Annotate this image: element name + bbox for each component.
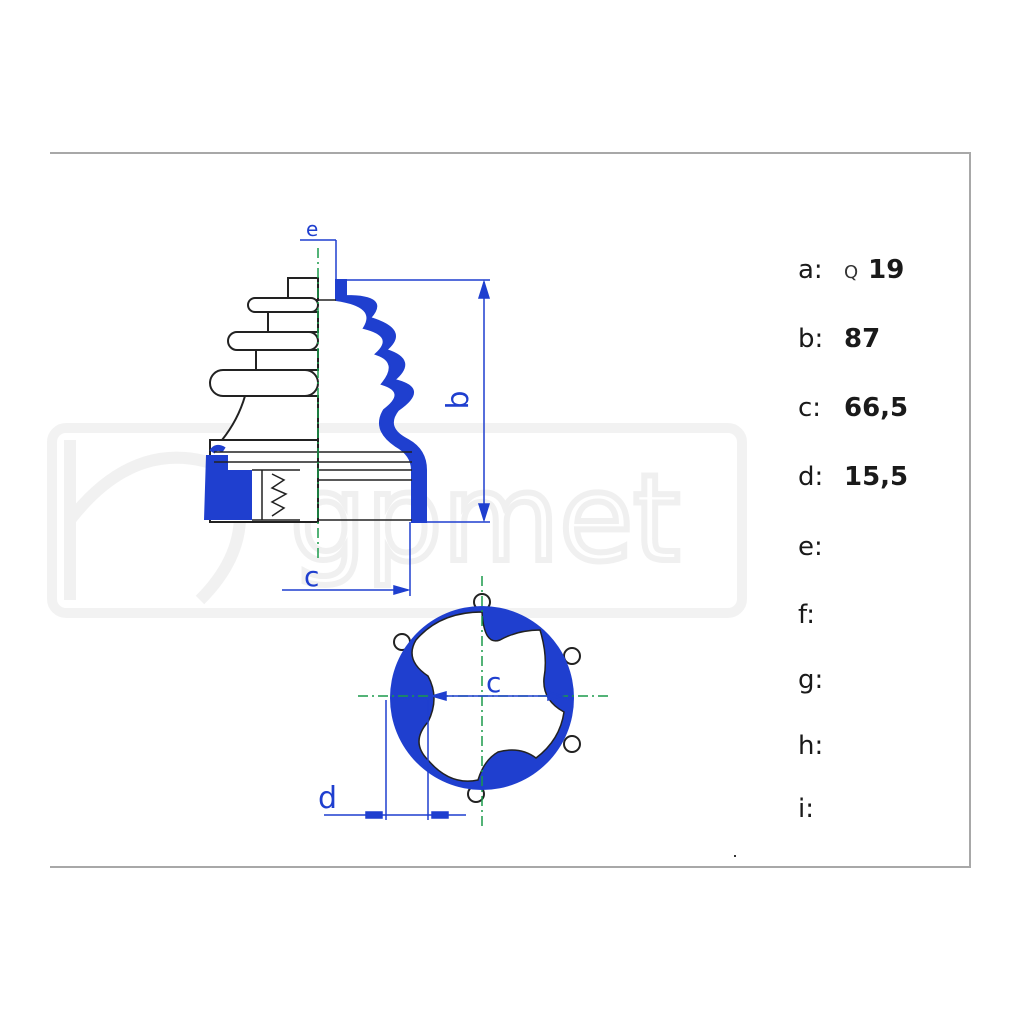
dim-label-d: d (318, 781, 337, 816)
spec-label: a: (798, 255, 823, 285)
front-dimensions (324, 691, 565, 820)
spec-value: 66,5 (844, 393, 909, 423)
spec-label: f: (798, 600, 815, 630)
spec-row-e: e: (798, 531, 844, 563)
spec-row-d: d: 15,5 (798, 461, 908, 493)
boot-right-interior (318, 299, 412, 521)
boot-section-fill (204, 455, 252, 520)
spec-row-f: f: (798, 599, 844, 631)
dim-label-b: b (441, 390, 476, 409)
boot-side-view (204, 248, 427, 560)
spec-row-g: g: (798, 664, 844, 696)
diameter-symbol: Q (844, 262, 859, 283)
dim-label-c-side: c (304, 560, 319, 593)
spec-row-h: h: (798, 730, 844, 762)
dim-label-e: e (306, 217, 318, 241)
front-tabs (393, 593, 581, 803)
boot-inner-detail (214, 451, 318, 521)
spec-row-a: a: Q 19 (798, 254, 904, 286)
spec-value: 15,5 (844, 462, 909, 492)
spec-label: e: (798, 532, 823, 562)
spec-label: i: (798, 794, 814, 824)
spec-row-c: c: 66,5 (798, 392, 908, 424)
side-dimensions (282, 239, 491, 596)
spec-label: g: (798, 665, 824, 695)
spec-label: c: (798, 393, 822, 423)
spec-row-b: b: 87 (798, 323, 880, 355)
dim-label-c-front: c (486, 666, 501, 699)
spec-row-i: i: (798, 793, 844, 825)
spec-value: 87 (844, 324, 881, 354)
stray-dot (734, 855, 736, 857)
spec-label: b: (798, 324, 824, 354)
spec-label: d: (798, 462, 824, 492)
spec-value: 19 (868, 255, 905, 285)
spec-label: h: (798, 731, 824, 761)
